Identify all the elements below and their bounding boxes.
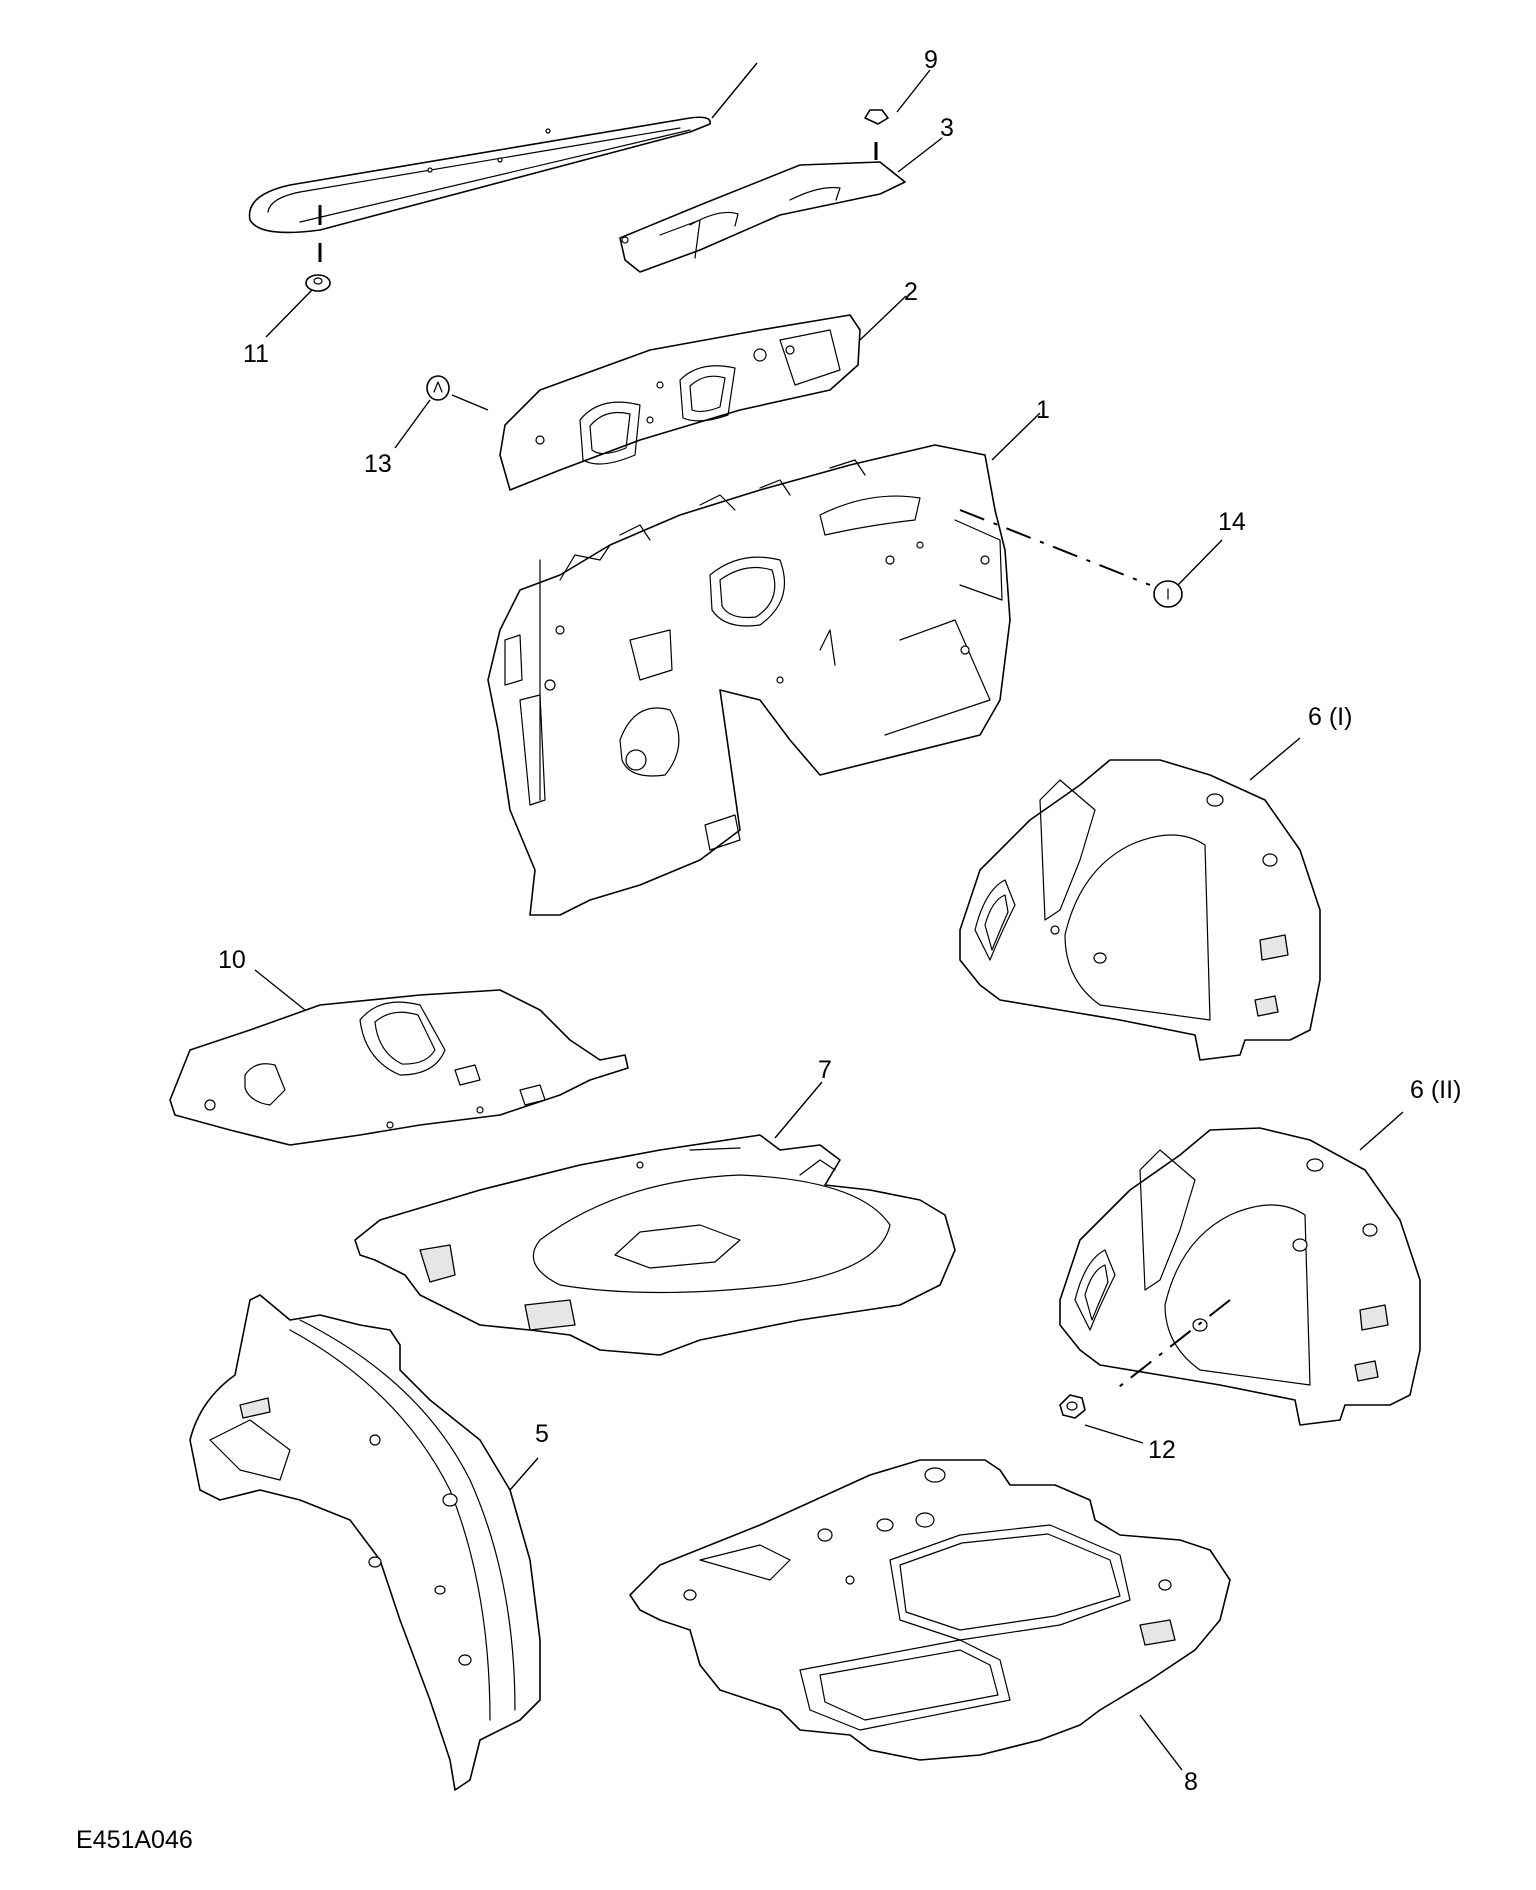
label-10: 10 (218, 946, 246, 974)
part-2-insulator-upper (499, 314, 861, 491)
part-8-floor-insulator (629, 1459, 1231, 1761)
label-8: 8 (1184, 1768, 1198, 1796)
callout-label-set: 1 2 3 5 6 (I) 6 (II) 7 8 9 10 11 12 13 1… (218, 46, 1461, 1796)
label-11: 11 (243, 340, 269, 368)
label-1: 1 (1036, 396, 1050, 424)
part-5-wheelarch-liner (189, 1294, 541, 1791)
part-11-clip (305, 274, 331, 292)
part-6-i-wheelarch-insulator (959, 759, 1321, 1061)
part-7-floor-insulator (354, 1134, 956, 1356)
label-7: 7 (818, 1056, 832, 1084)
diagram-reference-code: E451A046 (76, 1826, 193, 1854)
label-13: 13 (364, 450, 392, 478)
part-1-dash-insulator (487, 444, 1151, 916)
part-4-upper-panel (248, 116, 711, 262)
callout-leaders (254, 62, 1404, 1771)
label-14: 14 (1218, 508, 1246, 536)
label-5: 5 (535, 1420, 549, 1448)
part-3-trim-panel (619, 161, 906, 273)
part-10-insulator (169, 989, 629, 1146)
part-14-grommet (1153, 580, 1183, 608)
part-13-clip (426, 375, 489, 411)
part-6-ii-wheelarch-insulator (1059, 1127, 1421, 1426)
label-9: 9 (924, 46, 938, 74)
part-12-bolt (1059, 1394, 1086, 1419)
label-2: 2 (904, 278, 918, 306)
label-6-ii: 6 (II) (1410, 1076, 1461, 1104)
label-6-i: 6 (I) (1308, 703, 1352, 731)
label-3: 3 (940, 114, 954, 142)
label-12: 12 (1148, 1436, 1176, 1464)
